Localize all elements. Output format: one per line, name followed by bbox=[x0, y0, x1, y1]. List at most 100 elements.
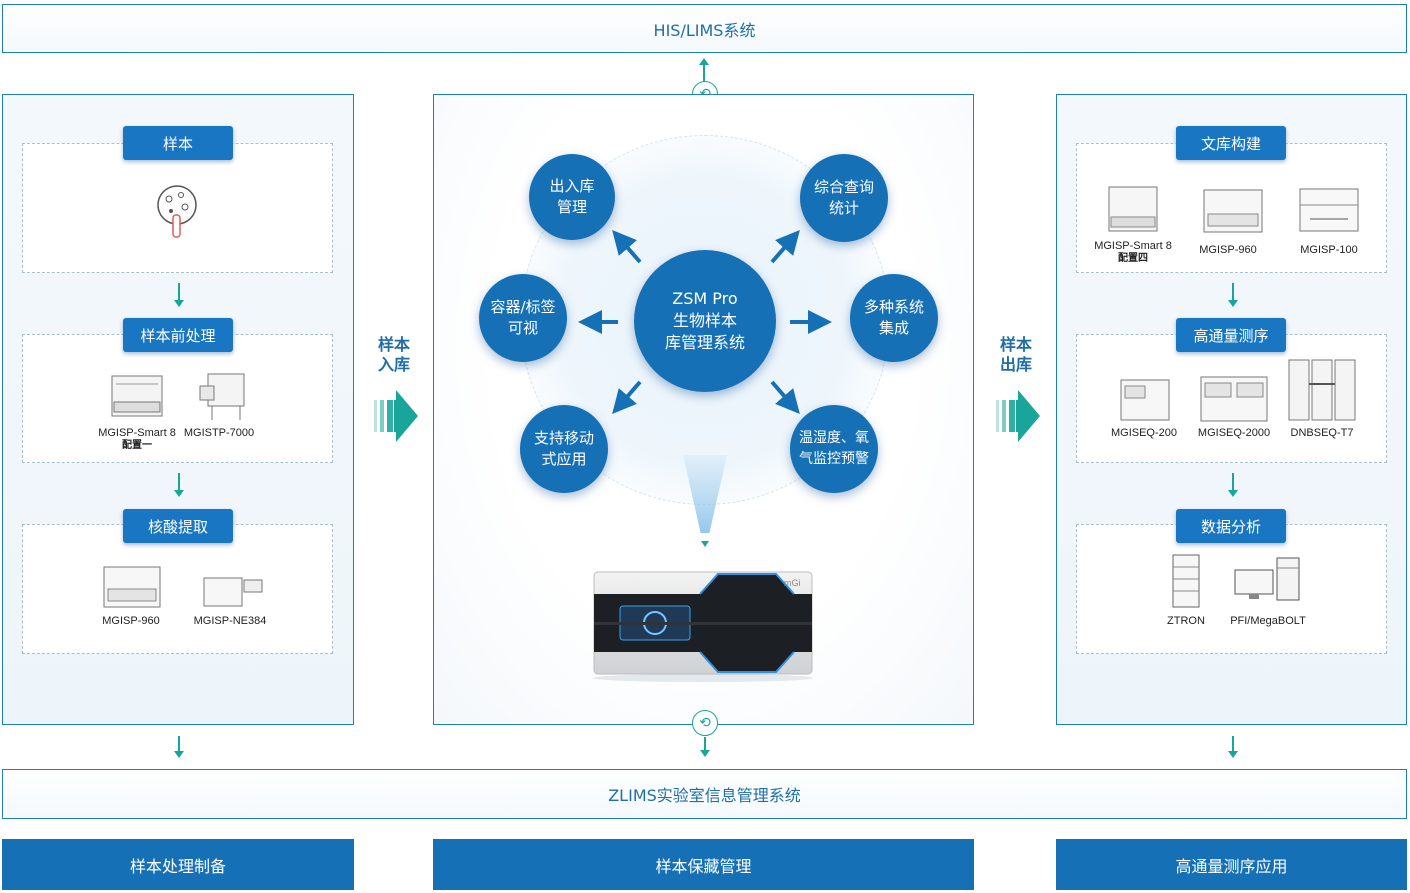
footer-sample-storage-label: 样本保藏管理 bbox=[655, 856, 752, 876]
device-name: MGISP-NE384 bbox=[193, 615, 267, 627]
node-inout-line2: 管理 bbox=[556, 198, 587, 216]
device-illustration bbox=[1108, 186, 1158, 232]
device-illustration bbox=[1203, 189, 1263, 233]
analysis-box bbox=[1076, 524, 1387, 654]
arrow-to-monitor-icon bbox=[770, 380, 800, 415]
device-illustration bbox=[111, 375, 163, 417]
flow-in-line1: 样本 bbox=[377, 335, 410, 354]
device-config: 配置一 bbox=[122, 440, 152, 451]
node-env-monitoring: 温湿度、氧气监控预警 bbox=[790, 405, 878, 493]
node-stats-line1: 综合查询 bbox=[813, 178, 874, 196]
node-integrate-line1: 多种系统 bbox=[863, 298, 924, 316]
sync-icon: ⟲ bbox=[692, 710, 718, 736]
device-illustration bbox=[203, 577, 263, 607]
section-title-extraction-label: 核酸提取 bbox=[147, 517, 208, 536]
device-name: PFI/MegaBOLT bbox=[1230, 615, 1306, 627]
node-inout-management: 出入库管理 bbox=[529, 154, 615, 240]
section-title-sequencing: 高通量测序 bbox=[1176, 318, 1286, 352]
node-integrate-line2: 集成 bbox=[878, 319, 909, 337]
device-label: MGISP-100 bbox=[1292, 244, 1366, 256]
node-container-label: 容器/标签可视 bbox=[479, 274, 567, 362]
his-lims-band: HIS/LIMS系统 bbox=[2, 4, 1407, 53]
flow-arrow-down-icon bbox=[174, 736, 184, 758]
device-name: MGISP-100 bbox=[1300, 244, 1358, 256]
arrow-up-icon bbox=[699, 58, 709, 65]
hub-line3: 库管理系统 bbox=[664, 333, 745, 352]
footer-sample-processing: 样本处理制备 bbox=[2, 839, 354, 890]
device-name: MGISP-Smart 8 bbox=[1094, 240, 1172, 252]
sample-tube-icon bbox=[157, 185, 197, 238]
flow-in-label: 样本 入库 bbox=[374, 335, 414, 375]
node-mobile-app: 支持移动式应用 bbox=[520, 405, 608, 493]
node-container-line2: 可视 bbox=[507, 319, 538, 337]
node-stats-line2: 统计 bbox=[828, 199, 859, 217]
flow-in-line2: 入库 bbox=[377, 355, 410, 374]
footer-sequencing-application: 高通量测序应用 bbox=[1056, 839, 1407, 890]
device-name: ZTRON bbox=[1167, 615, 1205, 627]
section-title-pre-processing: 样本前处理 bbox=[123, 318, 233, 352]
footer-sample-storage: 样本保藏管理 bbox=[433, 839, 974, 890]
device-label: MGISEQ-200 bbox=[1106, 427, 1182, 439]
device-illustration bbox=[103, 566, 161, 608]
section-title-library: 文库构建 bbox=[1176, 126, 1286, 160]
flow-arrow-down-icon bbox=[1228, 283, 1238, 307]
flow-arrow-down-icon bbox=[174, 283, 184, 307]
flow-out-line2: 出库 bbox=[999, 355, 1032, 374]
node-query-statistics: 综合查询统计 bbox=[800, 154, 888, 242]
device-illustration bbox=[1299, 188, 1359, 232]
arrow-to-mobile-icon bbox=[612, 380, 642, 415]
device-name: MGISP-960 bbox=[1199, 244, 1257, 256]
device-illustration bbox=[199, 373, 245, 420]
device-label: MGISEQ-2000 bbox=[1192, 427, 1276, 439]
device-illustration bbox=[1120, 379, 1170, 421]
node-system-integration: 多种系统集成 bbox=[850, 274, 938, 362]
device-name: MGISTP-7000 bbox=[183, 427, 255, 439]
flow-arrow-down-icon bbox=[174, 473, 184, 497]
extraction-box bbox=[22, 524, 333, 654]
device-label: MGISP-Smart 8 配置一 bbox=[96, 427, 178, 452]
device-label: DNBSEQ-T7 bbox=[1284, 427, 1360, 439]
flow-out-label: 样本 出库 bbox=[996, 335, 1036, 375]
section-title-sequencing-label: 高通量测序 bbox=[1193, 326, 1269, 345]
zlims-band: ZLIMS实验室信息管理系统 bbox=[2, 769, 1407, 819]
section-title-analysis: 数据分析 bbox=[1176, 509, 1286, 543]
sync-connector-top bbox=[703, 60, 705, 82]
section-title-extraction: 核酸提取 bbox=[123, 509, 233, 543]
device-name: MGISP-960 bbox=[102, 615, 160, 627]
footer-sequencing-application-label: 高通量测序应用 bbox=[1175, 856, 1288, 876]
device-label: MGISP-960 bbox=[92, 615, 170, 627]
node-mobile-line1: 支持移动 bbox=[533, 429, 594, 447]
server-icon bbox=[1172, 554, 1200, 608]
flow-arrow-icon bbox=[374, 390, 418, 442]
node-monitor-line1: 温湿度、氧 bbox=[799, 430, 869, 446]
node-container-line1: 容器/标签 bbox=[490, 298, 556, 316]
device-brand-label: mGi bbox=[784, 578, 801, 588]
device-config: 配置四 bbox=[1118, 253, 1148, 264]
radial-arrows bbox=[578, 229, 832, 415]
flow-arrow-down-icon bbox=[1228, 473, 1238, 497]
device-label: MGISTP-7000 bbox=[180, 427, 258, 439]
device-label: MGISP-Smart 8 配置四 bbox=[1093, 240, 1173, 265]
device-illustration bbox=[1200, 376, 1268, 422]
device-name: MGISEQ-200 bbox=[1110, 427, 1178, 439]
hub-line1: ZSM Pro bbox=[672, 289, 738, 308]
arrow-down-icon bbox=[701, 541, 709, 547]
section-title-pre-processing-label: 样本前处理 bbox=[140, 326, 216, 345]
device-illustration bbox=[1288, 359, 1356, 421]
flow-arrow-down-icon bbox=[700, 737, 710, 757]
device-label: PFI/MegaBOLT bbox=[1222, 615, 1314, 627]
section-title-sample-label: 样本 bbox=[162, 134, 193, 153]
section-title-analysis-label: 数据分析 bbox=[1200, 517, 1261, 536]
device-name: MGISEQ-2000 bbox=[1197, 427, 1271, 439]
device-name: DNBSEQ-T7 bbox=[1290, 427, 1354, 439]
footer-sample-processing-label: 样本处理制备 bbox=[129, 856, 226, 876]
node-mobile-line2: 式应用 bbox=[541, 450, 587, 468]
his-lims-label: HIS/LIMS系统 bbox=[653, 20, 756, 40]
device-label: MGISP-NE384 bbox=[188, 615, 272, 627]
section-title-sample: 样本 bbox=[123, 126, 233, 160]
node-monitor-line2: 气监控预警 bbox=[799, 451, 869, 467]
storage-device-illustration bbox=[593, 571, 813, 682]
flow-arrow-icon bbox=[996, 390, 1040, 442]
device-name: MGISP-Smart 8 bbox=[98, 427, 176, 439]
arrow-to-inout-icon bbox=[612, 229, 642, 264]
